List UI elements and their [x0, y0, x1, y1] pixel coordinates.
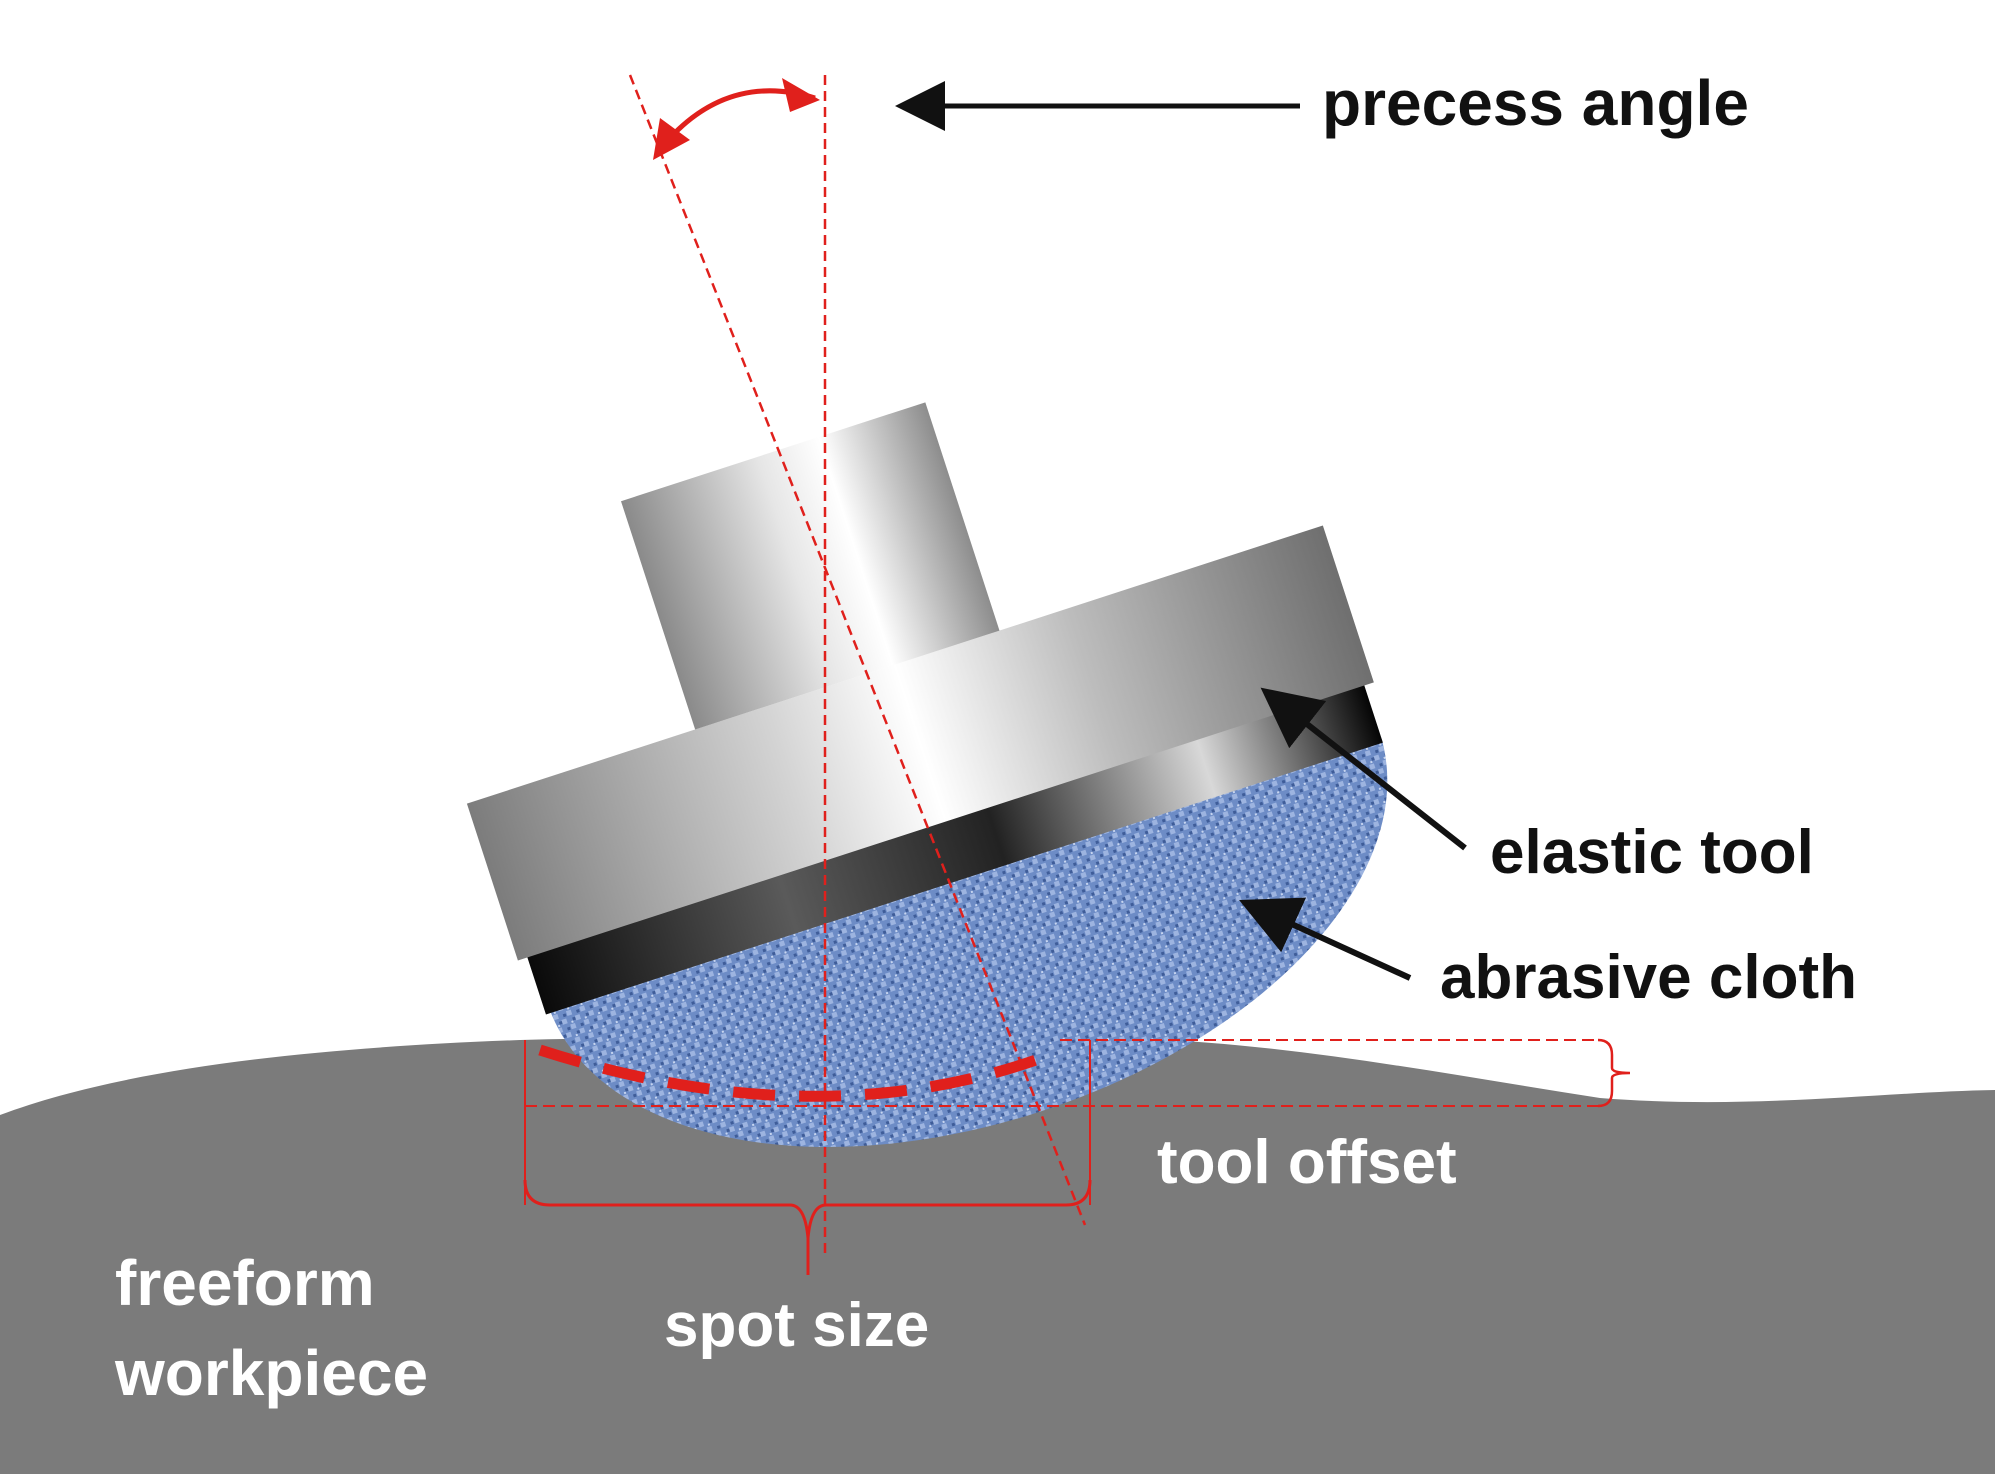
label-tool-offset: tool offset: [1157, 1128, 1457, 1197]
workpiece-surface: [0, 1037, 1995, 1474]
label-abrasive-cloth: abrasive cloth: [1440, 943, 1857, 1012]
tool-axis-line: [628, 74, 1087, 1226]
label-elastic-tool: elastic tool: [1490, 818, 1814, 887]
label-spot-size: spot size: [664, 1291, 929, 1360]
precess-angle-arrowhead-left: [653, 118, 690, 160]
label-workpiece-line1: freeform: [115, 1247, 375, 1319]
contact-spot-curve: [538, 1044, 1052, 1102]
tool-head-disc: [466, 525, 1374, 961]
precess-angle-arrowhead-right: [782, 78, 820, 112]
tool-offset-brace: [1597, 1038, 1631, 1108]
annotation-overlay: [523, 74, 1631, 1275]
label-workpiece-line2: workpiece: [114, 1337, 428, 1409]
abrasive-cloth-pointer: [1239, 897, 1412, 981]
elastic-tool-pointer: [1260, 687, 1467, 851]
polishing-tool: [466, 402, 1388, 1148]
tool-spindle: [620, 402, 1000, 730]
label-precess-angle: precess angle: [1322, 67, 1749, 139]
abrasive-cloth-shape: [549, 737, 1388, 1148]
elastic-tool-band: [525, 680, 1383, 1015]
